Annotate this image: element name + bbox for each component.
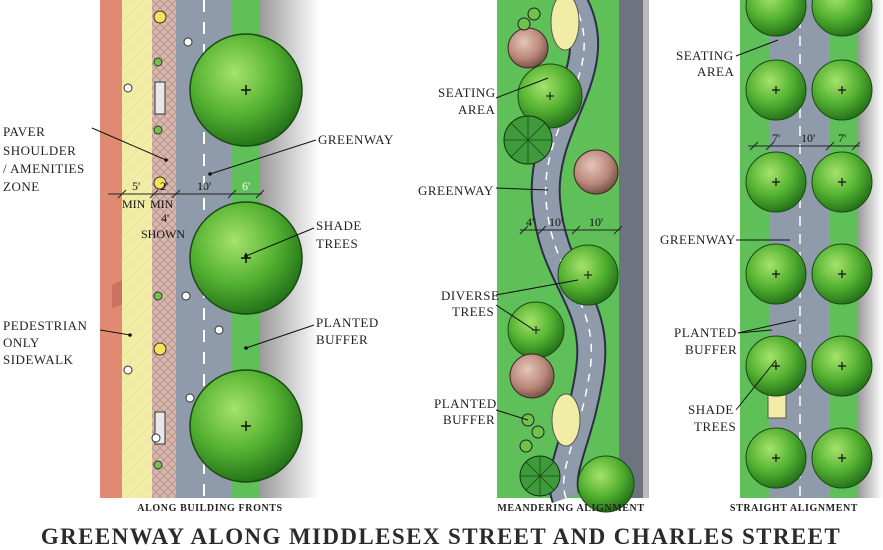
- seating-pad: [550, 0, 580, 51]
- bench-icon: [154, 81, 166, 115]
- dim-min-2: MIN: [150, 197, 174, 211]
- dimension-ticks: [519, 225, 623, 235]
- dim-2ft: 2': [160, 179, 168, 193]
- dimension-ticks: [749, 141, 861, 151]
- dim-shown: SHOWN: [141, 227, 185, 241]
- dim-7ft-b: 7': [838, 131, 846, 145]
- tree-center-marks: [772, 86, 846, 462]
- dim-10ft: 10': [197, 179, 211, 193]
- panel-meandering: 4' 10' 10' SEATING AREA GREENWAY DIVERSE…: [418, 0, 649, 514]
- diverse-tree: [517, 63, 583, 129]
- cyclist-icon: [181, 291, 191, 301]
- seating-pad: [551, 393, 581, 447]
- dim-10ft-b: 10': [589, 215, 603, 229]
- bench-icon: [154, 411, 166, 445]
- page-title: GREENWAY ALONG MIDDLESEX STREET AND CHAR…: [41, 524, 841, 549]
- cyclist-icon: [185, 393, 195, 403]
- cyclist-icon: [183, 37, 193, 47]
- shade-trees-label: SHADE TREES: [316, 218, 366, 251]
- diverse-trees-label: DIVERSE TREES: [441, 288, 503, 319]
- curb: [643, 0, 649, 498]
- diverse-tree: [503, 115, 553, 165]
- cyclist-icon: [214, 325, 224, 335]
- planter-icon: [153, 291, 163, 301]
- dimension-ticks: [117, 189, 265, 199]
- diverse-tree: [557, 244, 619, 306]
- dim-4ft: 4': [161, 211, 169, 225]
- diverse-tree: [509, 353, 555, 399]
- diverse-tree: [519, 455, 561, 497]
- dim-5ft: 5': [132, 179, 140, 193]
- dim-10ft: 10': [549, 215, 563, 229]
- paver-label: PAVER SHOULDER / AMENITIES ZONE: [3, 124, 88, 194]
- pedestrian-label: PEDESTRIAN ONLY SIDEWALK: [3, 318, 91, 367]
- pedestrian-sidewalk: [122, 0, 156, 498]
- leader-lines: [91, 127, 317, 349]
- dim-7ft: 7': [772, 131, 780, 145]
- pedestrian-icon: [151, 433, 161, 443]
- leader-dot: [164, 158, 168, 162]
- dim-4ft: 4': [526, 215, 534, 229]
- shade-tree: [189, 201, 303, 315]
- light-fixture-icon: [153, 10, 167, 24]
- panel-building-fronts: PAVER SHOULDER / AMENITIES ZONE PEDESTRI…: [0, 0, 394, 514]
- greenway-label: GREENWAY: [318, 132, 394, 147]
- leader-dot: [208, 172, 212, 176]
- leader-lines: [735, 39, 797, 411]
- leader-dot: [244, 346, 248, 350]
- caption-meandering: MEANDERING ALIGNMENT: [497, 503, 644, 514]
- road-strip: [619, 0, 643, 498]
- paver-label-box: [0, 120, 92, 196]
- planter-icon: [153, 460, 163, 470]
- greenway-label: GREENWAY: [660, 232, 736, 247]
- dim-min-1: MIN: [122, 197, 146, 211]
- shade-tree: [189, 33, 303, 147]
- shade-trees-label: SHADE TREES: [688, 402, 738, 434]
- pedestrian-icon: [123, 365, 133, 375]
- light-fixture-icon: [153, 342, 167, 356]
- leader-dot: [128, 333, 132, 337]
- greenway-label: GREENWAY: [418, 183, 494, 198]
- dim-10ft: 10': [801, 131, 815, 145]
- leader-lines: [495, 77, 579, 421]
- diverse-tree: [507, 301, 565, 359]
- pedestrian-icon: [123, 83, 133, 93]
- planter-icon: [153, 125, 163, 135]
- planted-buffer-label: PLANTED BUFFER: [434, 396, 500, 427]
- diverse-tree: [507, 27, 549, 69]
- planter-icon: [153, 57, 163, 67]
- panel-straight: 7' 10' 7' SEATING AREA GREENWAY PLANTED …: [660, 0, 883, 514]
- light-fixture-icon: [153, 176, 167, 190]
- shade-tree: [189, 369, 303, 483]
- pedestrian-label-box: [0, 313, 100, 367]
- shrub-cluster: [517, 7, 545, 453]
- seating-area-label: SEATING AREA: [438, 85, 499, 117]
- seating-area-label: SEATING AREA: [676, 48, 737, 79]
- diverse-tree: [573, 149, 619, 195]
- dim-6ft: 6': [242, 179, 250, 193]
- planted-buffer-label: PLANTED BUFFER: [316, 315, 382, 347]
- caption-straight: STRAIGHT ALIGNMENT: [730, 503, 858, 514]
- leader-dot: [244, 254, 248, 258]
- building-notch: [112, 280, 122, 308]
- planted-buffer-label: PLANTED BUFFER: [674, 325, 740, 357]
- caption-building-fronts: ALONG BUILDING FRONTS: [137, 503, 282, 514]
- diverse-tree: [577, 455, 635, 513]
